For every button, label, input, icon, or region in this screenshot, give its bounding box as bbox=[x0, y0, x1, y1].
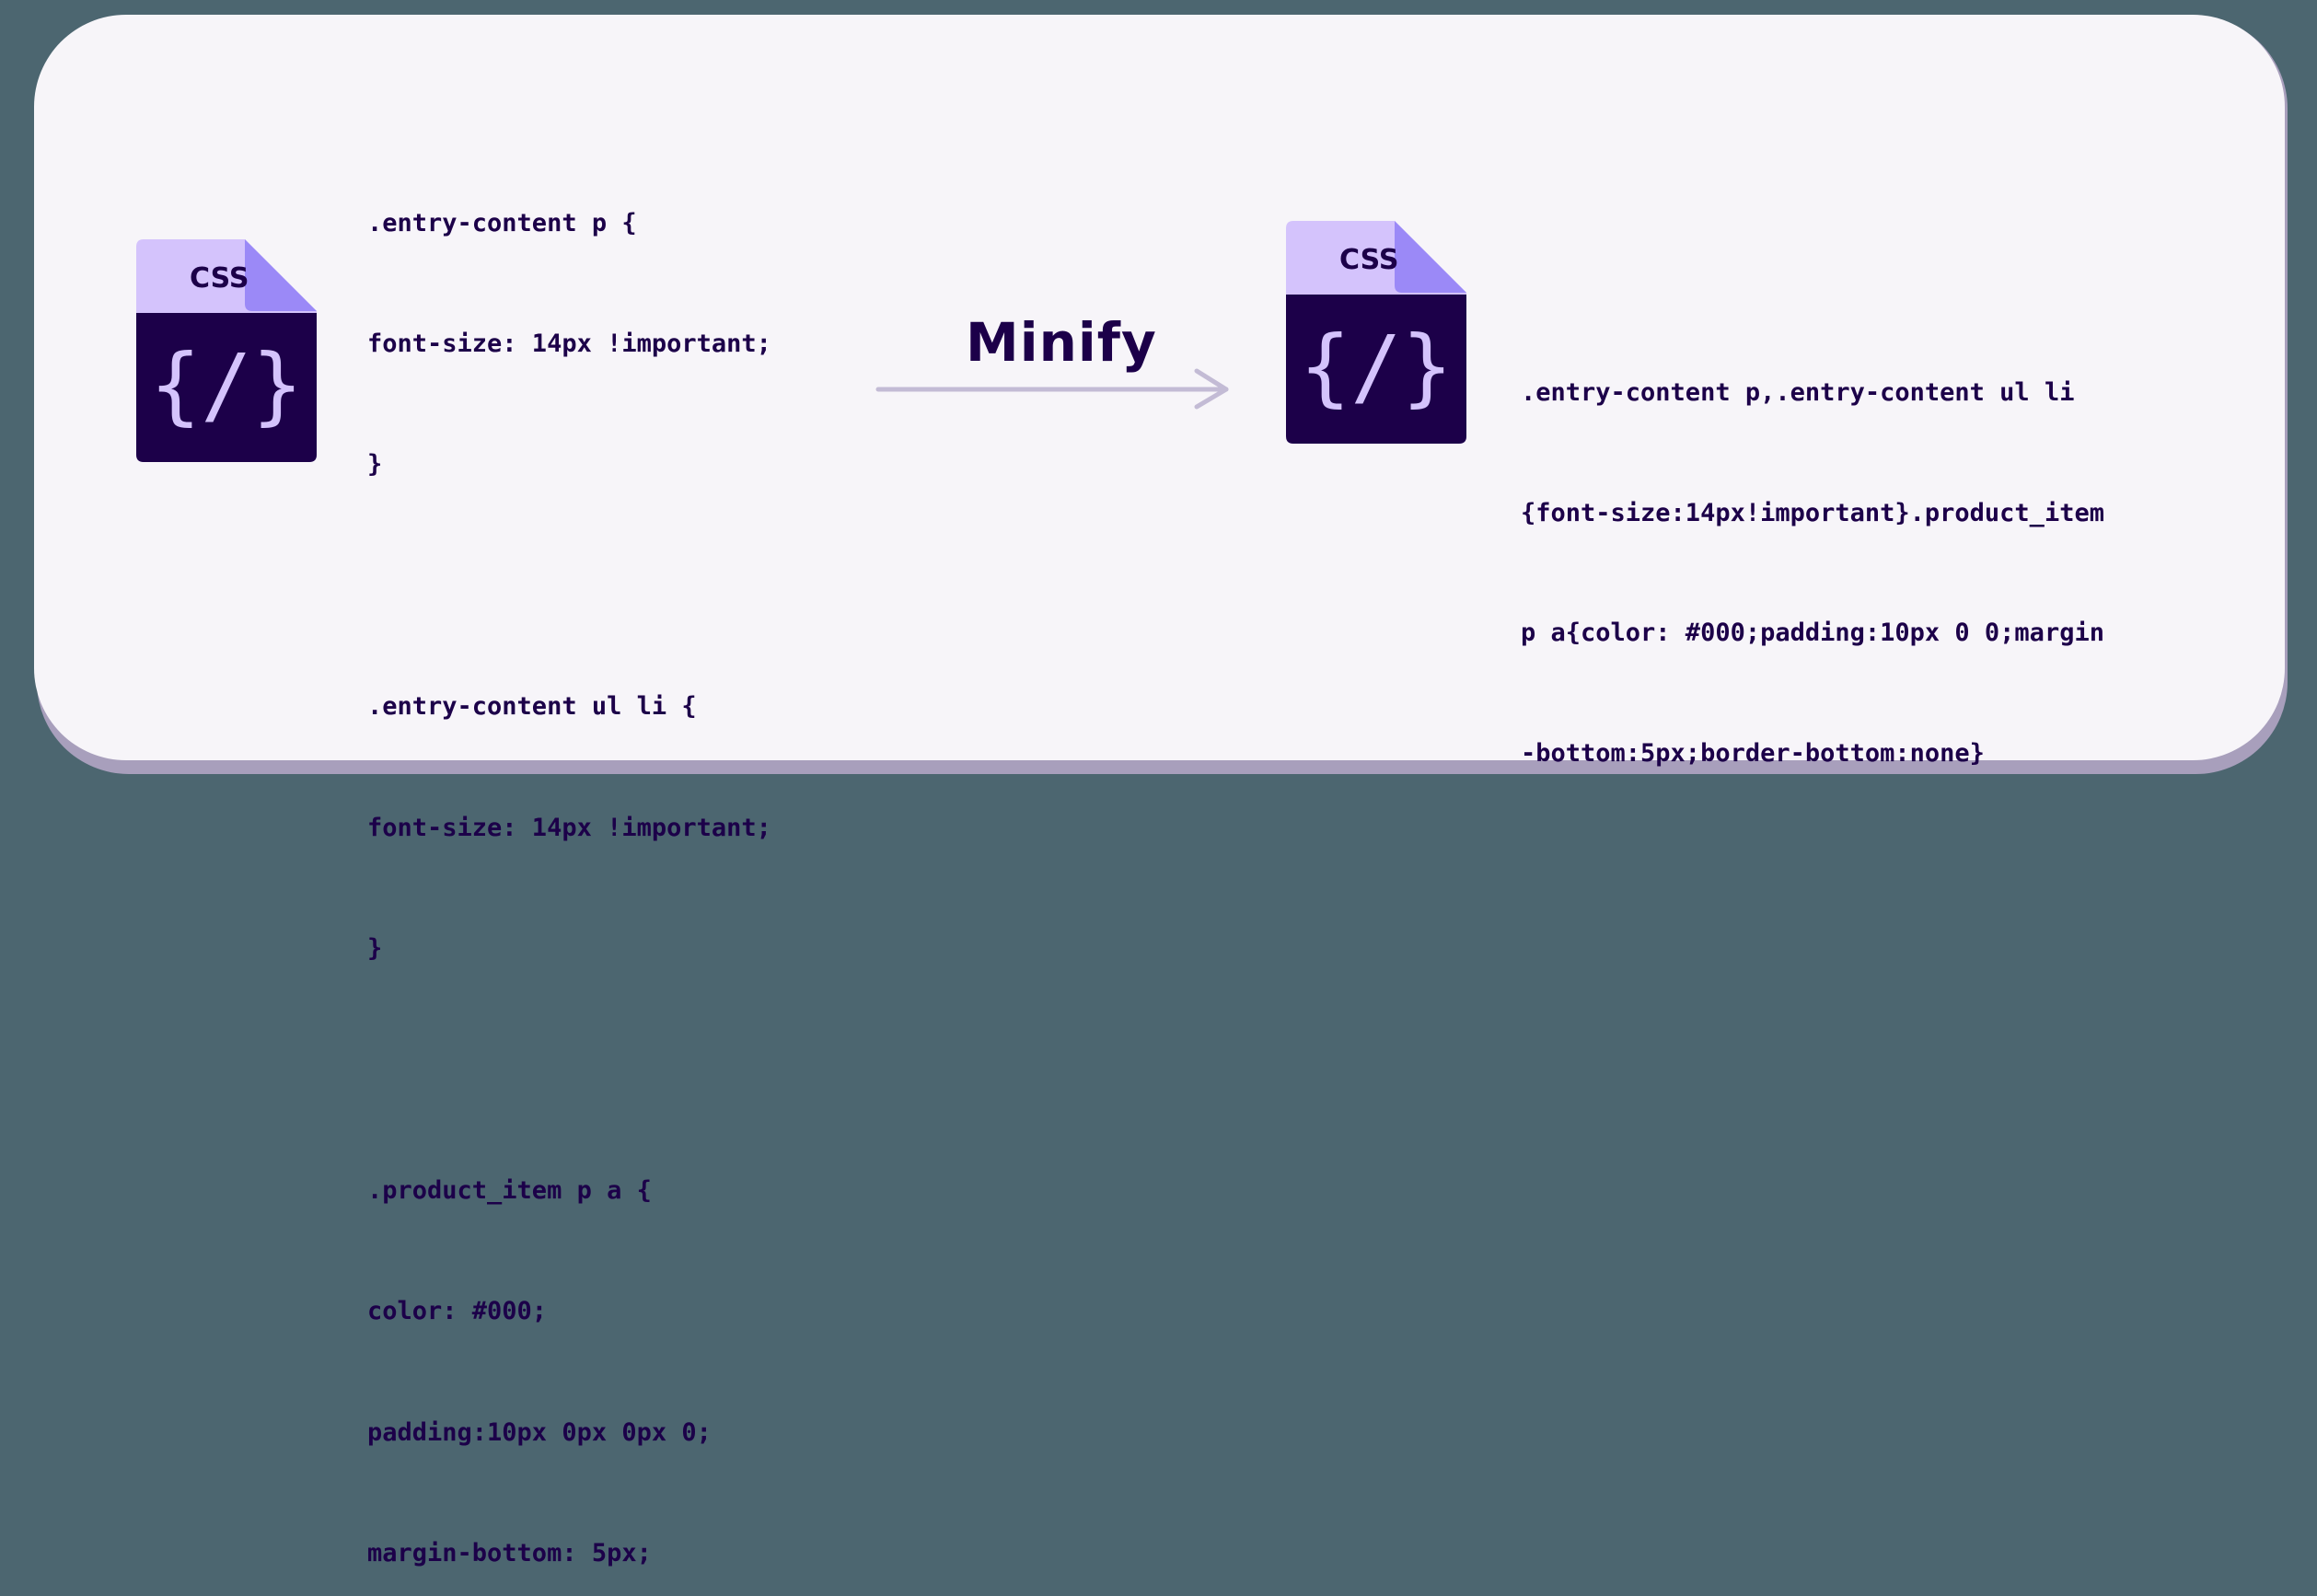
code-line: p a{color: #000;padding:10px 0 0;margin bbox=[1521, 619, 2104, 647]
code-line: .entry-content p,.entry-content ul li bbox=[1521, 378, 2075, 407]
code-line: color: #000; bbox=[367, 1297, 548, 1326]
css-label: CSS bbox=[1339, 244, 1398, 276]
code-line: padding:10px 0px 0px 0; bbox=[367, 1417, 712, 1447]
code-glyph-icon: {/} bbox=[1300, 318, 1453, 416]
css-file-icon-output: CSS {/} bbox=[1286, 221, 1466, 444]
output-minified-css-code: .entry-content p,.entry-content ul li {f… bbox=[1521, 293, 2104, 814]
code-line: {font-size:14px!important}.product_item bbox=[1521, 498, 2104, 527]
code-line: .entry-content p { bbox=[367, 208, 637, 237]
code-glyph-icon: {/} bbox=[150, 336, 303, 434]
code-line: ​ bbox=[367, 1049, 771, 1090]
code-line: .entry-content ul li { bbox=[367, 692, 697, 722]
code-line: font-size: 14px !important; bbox=[367, 329, 771, 358]
code-line: } bbox=[367, 933, 383, 963]
code-line: -bottom:5px;border-bottom:none} bbox=[1521, 738, 1985, 768]
input-css-code: .entry-content p { font-size: 14px !impo… bbox=[367, 122, 771, 1596]
minify-label: Minify bbox=[966, 311, 1157, 374]
code-line: margin-bottom: 5px; bbox=[367, 1538, 652, 1567]
css-file-icon-input: CSS {/} bbox=[136, 239, 317, 462]
code-line: font-size: 14px !important; bbox=[367, 813, 771, 842]
css-label: CSS bbox=[190, 262, 249, 295]
code-line: } bbox=[367, 450, 383, 480]
arrow-right-icon bbox=[875, 366, 1234, 411]
code-line: .product_item p a { bbox=[367, 1175, 652, 1205]
code-line: ​ bbox=[367, 566, 771, 607]
